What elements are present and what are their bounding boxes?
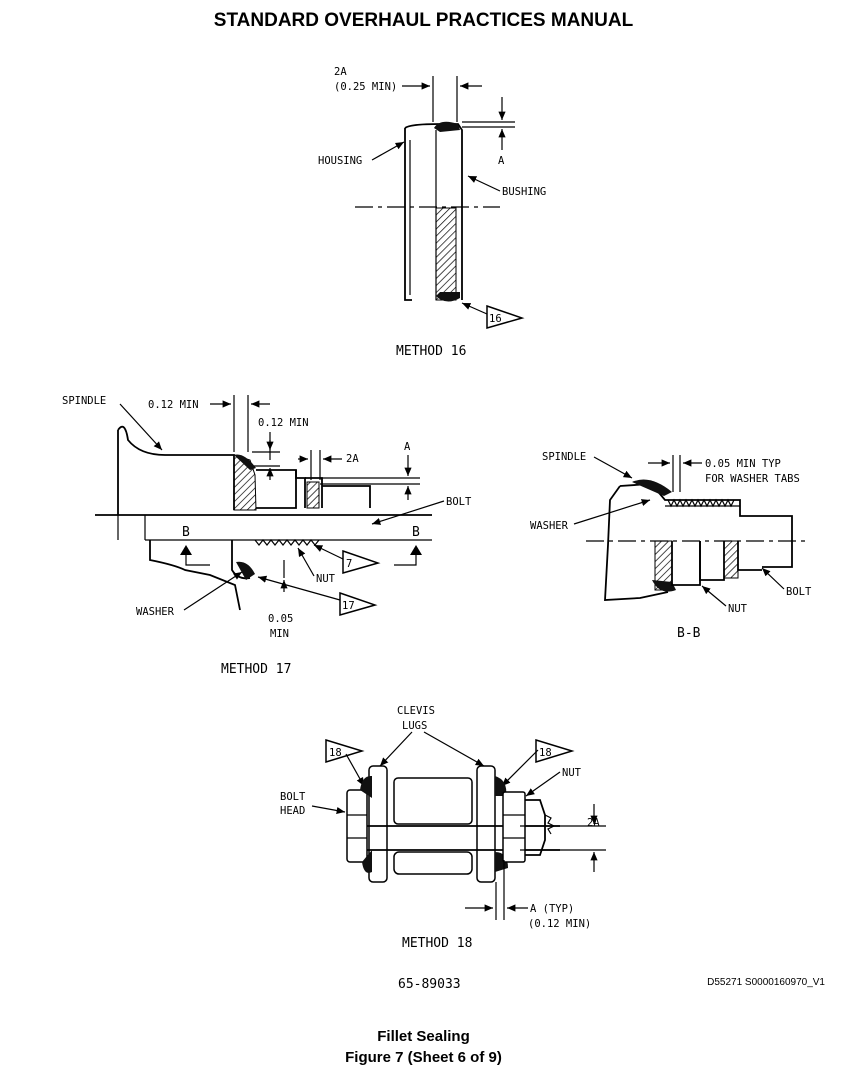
method18-clevis: CLEVIS bbox=[397, 705, 435, 717]
method18-dim-2a: 2A bbox=[587, 817, 600, 829]
drawing-number: 65-89033 bbox=[398, 977, 461, 992]
method16-label: METHOD 16 bbox=[396, 344, 466, 359]
method17-section-b-right: B bbox=[412, 525, 420, 540]
sectionbb-bolt-label: BOLT bbox=[786, 586, 812, 598]
method16-housing-label: HOUSING bbox=[318, 155, 362, 167]
method18-dim-a-typ: A (TYP) bbox=[530, 903, 574, 915]
method18-lugs: LUGS bbox=[402, 720, 427, 732]
page-title: STANDARD OVERHAUL PRACTICES MANUAL bbox=[213, 10, 634, 31]
method18-bolt-label: BOLT bbox=[280, 791, 306, 803]
method17-spindle-label: SPINDLE bbox=[62, 395, 106, 407]
method17-label: METHOD 17 bbox=[221, 662, 291, 677]
method17-min005: 0.05 bbox=[268, 613, 293, 625]
method17-section-b-left: B bbox=[182, 525, 190, 540]
sectionbb-spindle-label: SPINDLE bbox=[542, 451, 586, 463]
reference-id: D55271 S0000160970_V1 bbox=[707, 977, 825, 988]
method18-head-label: HEAD bbox=[280, 805, 305, 817]
method16-dim-2a-min: (0.25 MIN) bbox=[334, 81, 397, 93]
method17-nut-label: NUT bbox=[316, 573, 336, 585]
method17-flag17: 17 bbox=[342, 600, 355, 612]
method18-flag-right: 18 bbox=[539, 747, 552, 759]
sectionbb-min-typ: 0.05 MIN TYP bbox=[705, 458, 781, 470]
method16-dim-2a: 2A bbox=[334, 66, 347, 78]
method17-min1: 0.12 MIN bbox=[148, 399, 199, 411]
method17-dim-2a: 2A bbox=[346, 453, 359, 465]
method18-drawing: CLEVIS LUGS 18 18 bbox=[280, 705, 606, 951]
method17-drawing: SPINDLE 0.12 MIN 0.12 MIN 2A A bbox=[62, 395, 472, 677]
caption-title: Fillet Sealing bbox=[377, 1028, 470, 1045]
method16-bushing-label: BUSHING bbox=[502, 186, 546, 198]
method16-dim-a: A bbox=[498, 155, 505, 167]
sectionbb-nut-label: NUT bbox=[728, 603, 748, 615]
method17-flag7: 7 bbox=[346, 558, 352, 570]
method17-min2: 0.12 MIN bbox=[258, 417, 309, 429]
method17-bolt-label: BOLT bbox=[446, 496, 472, 508]
sectionbb-washer-label: WASHER bbox=[530, 520, 569, 532]
method17-min005-unit: MIN bbox=[270, 628, 289, 640]
method18-nut-label: NUT bbox=[562, 767, 582, 779]
method16-flag: 16 bbox=[489, 313, 502, 325]
caption-figure: Figure 7 (Sheet 6 of 9) bbox=[345, 1049, 502, 1066]
method18-dim-a-min: (0.12 MIN) bbox=[528, 918, 591, 930]
method16-drawing: 2A (0.25 MIN) A HOUSING BUSHING 16 METHO… bbox=[318, 66, 546, 359]
section-bb-drawing: SPINDLE 0.05 MIN TYP FOR WASHER TABS WAS… bbox=[530, 451, 812, 641]
method18-label: METHOD 18 bbox=[402, 936, 472, 951]
sectionbb-for-tabs: FOR WASHER TABS bbox=[705, 473, 800, 485]
sectionbb-label: B-B bbox=[677, 626, 701, 641]
method18-flag-left: 18 bbox=[329, 747, 342, 759]
method17-dim-a: A bbox=[404, 441, 411, 453]
method17-washer-label: WASHER bbox=[136, 606, 175, 618]
